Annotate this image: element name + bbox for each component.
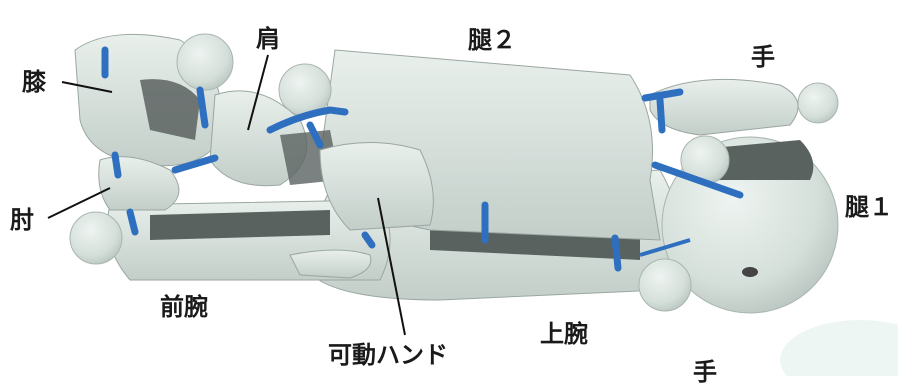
label-thigh2: 腿２ bbox=[468, 28, 516, 52]
knee-ball bbox=[177, 34, 233, 90]
label-elbow: 肘 bbox=[10, 208, 34, 232]
label-shoulder: 肩 bbox=[256, 27, 280, 51]
label-hand-bottom: 手 bbox=[693, 360, 717, 384]
label-thigh1: 腿１ bbox=[845, 195, 893, 219]
hand-top-ball bbox=[798, 83, 838, 123]
label-upper-arm: 上腕 bbox=[540, 322, 588, 346]
thigh1-hole bbox=[742, 267, 758, 277]
label-hand-top: 手 bbox=[751, 45, 775, 69]
forearm-end-ball bbox=[70, 212, 122, 264]
background-glow bbox=[780, 320, 898, 376]
hand-top-segment bbox=[650, 79, 798, 135]
upper-arm-ball bbox=[639, 259, 691, 311]
label-forearm: 前腕 bbox=[160, 295, 208, 319]
label-knee: 膝 bbox=[22, 70, 46, 94]
forearm-shadow bbox=[150, 210, 330, 240]
movable-hand-finger bbox=[290, 250, 371, 278]
label-movable-hand: 可動ハンド bbox=[328, 343, 448, 367]
